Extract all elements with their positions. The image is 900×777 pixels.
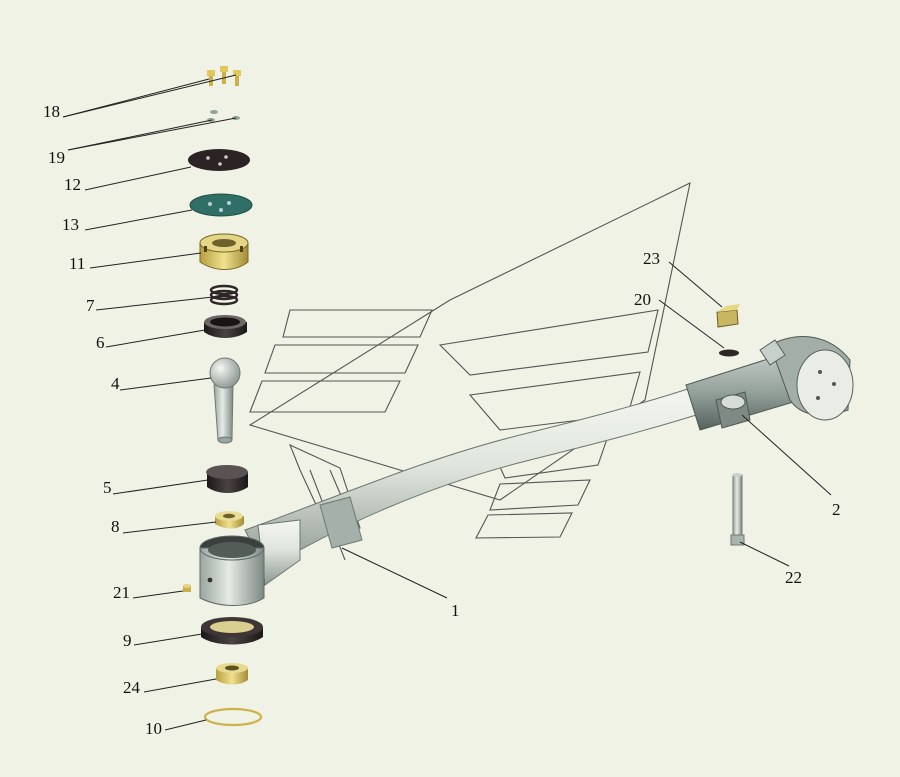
tie-rod — [199, 336, 854, 606]
castle-nut — [216, 663, 248, 685]
callout-8: 8 — [111, 517, 120, 536]
callout-11: 11 — [69, 254, 85, 273]
callout-labels: 18 19 12 13 11 7 6 4 5 8 21 9 24 10 1 2 … — [43, 102, 841, 738]
retaining-ring — [203, 707, 263, 727]
callout-19: 19 — [48, 148, 65, 167]
ball-pin — [209, 357, 241, 444]
ring — [204, 315, 247, 338]
callout-4: 4 — [111, 374, 120, 393]
seal — [201, 617, 263, 645]
callout-24: 24 — [123, 678, 141, 697]
callout-7: 7 — [86, 296, 95, 315]
gasket — [188, 149, 250, 171]
callout-18: 18 — [43, 102, 60, 121]
bolt — [730, 473, 745, 546]
threaded-plug — [199, 233, 249, 270]
callout-9: 9 — [123, 631, 132, 650]
callout-10: 10 — [145, 719, 162, 738]
callout-21: 21 — [113, 583, 130, 602]
cover-plate — [189, 193, 253, 217]
spring — [209, 284, 239, 306]
bushing — [206, 465, 248, 493]
callout-20: 20 — [634, 290, 651, 309]
screws — [207, 66, 241, 86]
callout-2: 2 — [832, 500, 841, 519]
callout-22: 22 — [785, 568, 802, 587]
callout-5: 5 — [103, 478, 112, 497]
callout-13: 13 — [62, 215, 79, 234]
nut-right — [716, 304, 740, 328]
grease-fitting — [183, 584, 191, 592]
callout-12: 12 — [64, 175, 81, 194]
insert — [215, 511, 244, 529]
leader-lines — [62, 74, 832, 731]
washer-right — [719, 349, 739, 357]
callout-6: 6 — [96, 333, 105, 352]
callout-1: 1 — [451, 601, 460, 620]
callout-23: 23 — [643, 249, 660, 268]
